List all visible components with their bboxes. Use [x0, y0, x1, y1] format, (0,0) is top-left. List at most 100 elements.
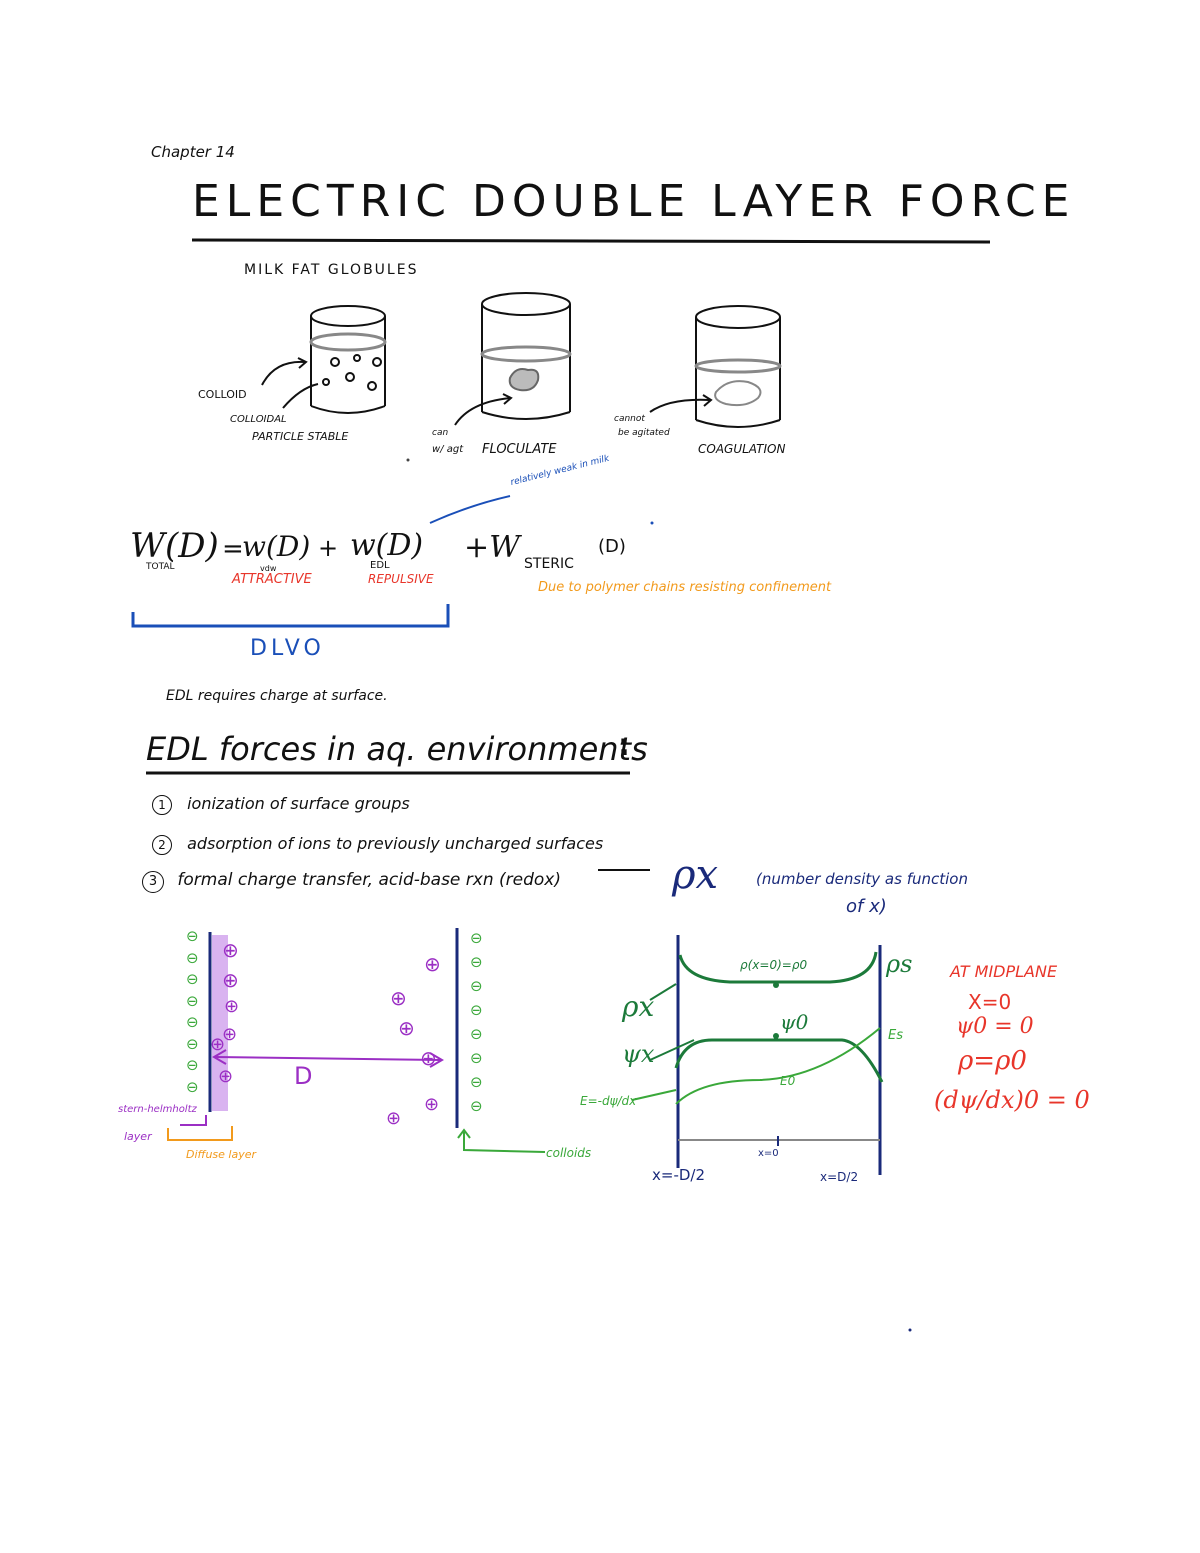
positive-charge-icon: ⊕ — [420, 1046, 437, 1070]
cup-stable-drawing — [309, 305, 387, 414]
colloids-arrow — [463, 1132, 546, 1153]
equals-sign: = — [222, 534, 244, 564]
negative-charge-icon: ⊖ — [470, 1097, 483, 1115]
list-item: 1 ionization of surface groups — [152, 794, 410, 815]
rho-note-line2: of x) — [846, 896, 887, 917]
list-number: 1 — [152, 795, 172, 815]
graph-e0-label: E0 — [780, 1074, 796, 1088]
chapter-label: Chapter 14 — [151, 143, 235, 161]
graph-x-right-label: x=D/2 — [820, 1170, 859, 1184]
diffuse-label: Diffuse layer — [186, 1148, 257, 1161]
psi-curve — [674, 1038, 884, 1083]
stable-label-line2: PARTICLE STABLE — [252, 430, 349, 443]
page-title: ELECTRIC DOUBLE LAYER FORCE — [192, 176, 1076, 227]
midplane-line4: (dψ/dx)0 = 0 — [934, 1086, 1090, 1114]
blue-note-line — [429, 495, 511, 524]
positive-charge-icon: ⊕ — [424, 952, 441, 976]
negative-charge-icon: ⊖ — [470, 1001, 483, 1019]
milk-heading: MILK FAT GLOBULES — [244, 262, 419, 278]
w-steric-subscript: STERIC — [524, 556, 574, 572]
repulsive-label: REPULSIVE — [368, 572, 434, 586]
negative-charge-icon: ⊖ — [470, 1073, 483, 1091]
distance-label: D — [294, 1062, 313, 1090]
list-number: 2 — [152, 835, 172, 855]
positive-charge-icon: ⊕ — [222, 968, 239, 992]
flocculate-note-line1: can — [432, 428, 449, 438]
dlvo-label: DLVO — [250, 636, 325, 661]
midplane-line1: X=0 — [968, 990, 1012, 1014]
graph-rho-s-label: ρs — [886, 950, 913, 978]
negative-charge-icon: ⊖ — [186, 1013, 199, 1031]
negative-charge-icon: ⊖ — [186, 927, 199, 945]
stern-bracket — [180, 1115, 207, 1126]
plus-sign: + — [318, 534, 339, 562]
distance-arrow — [212, 1049, 444, 1068]
edl-requires-note: EDL requires charge at surface. — [166, 688, 388, 704]
particle-arrow — [282, 383, 319, 409]
positive-charge-icon: ⊕ — [386, 1108, 402, 1129]
colloid-arrow — [261, 360, 306, 386]
graph-e-definition: E=-dψ/dx — [580, 1094, 637, 1108]
negative-charge-icon: ⊖ — [186, 1056, 199, 1074]
w-edl: w(D) — [350, 528, 424, 563]
graph-x-mid-label: x=0 — [758, 1148, 779, 1159]
flocculate-label: FLOCULATE — [482, 442, 557, 457]
flocculate-arrow — [454, 397, 511, 426]
graph-rho-mid-label: ρ(x=0)=ρ0 — [740, 958, 808, 972]
stern-label-line1: stern-helmholtz — [118, 1104, 197, 1115]
negative-charge-icon: ⊖ — [470, 1049, 483, 1067]
list-number: 3 — [142, 871, 164, 893]
dlvo-bracket — [131, 604, 450, 628]
coagulation-note-line1: cannot — [614, 414, 645, 424]
w-steric: +W — [464, 530, 520, 565]
positive-charge-icon: ⊕ — [222, 1024, 238, 1045]
negative-charge-icon: ⊖ — [470, 977, 483, 995]
coagulation-note-line2: be agitated — [618, 428, 670, 438]
list-item: 3 formal charge transfer, acid-base rxn … — [142, 870, 561, 893]
negative-charge-icon: ⊖ — [186, 970, 199, 988]
right-negative-charges: ⊖ ⊖ ⊖ ⊖ ⊖ ⊖ ⊖ ⊖ — [470, 926, 488, 1118]
graph-psi-x-label: ψx — [622, 1040, 655, 1068]
title-underline — [191, 238, 991, 244]
steric-note: Due to polymer chains resisting confinem… — [538, 580, 832, 595]
negative-charge-icon: ⊖ — [470, 953, 483, 971]
e-curve — [675, 1027, 881, 1105]
negative-charge-icon: ⊖ — [186, 1034, 199, 1053]
positive-charge-icon: ⊕ — [224, 996, 240, 1017]
midplane-line2: ψ0 = 0 — [956, 1014, 1034, 1039]
graph-psi-0-label: ψ0 — [780, 1010, 809, 1034]
cup-flocculate-drawing — [480, 292, 572, 420]
positive-charge-icon: ⊕ — [390, 986, 407, 1010]
w-vdw: w(D) — [242, 530, 311, 563]
rho-note-line1: (number density as function — [756, 870, 968, 888]
list-text: ionization of surface groups — [187, 794, 410, 813]
coagulation-label: COAGULATION — [698, 442, 786, 456]
negative-charge-icon: ⊖ — [186, 948, 199, 967]
graph-es-label: Es — [888, 1028, 903, 1043]
list-text: adsorption of ions to previously uncharg… — [187, 834, 604, 853]
graph-x-left-label: x=-D/2 — [652, 1166, 706, 1184]
w-total-subscript: TOTAL — [146, 562, 175, 572]
w-edl-subscript: EDL — [370, 560, 390, 571]
positive-charge-icon: ⊕ — [398, 1016, 415, 1040]
list-text: formal charge transfer, acid-base rxn (r… — [177, 870, 561, 890]
negative-charge-icon: ⊖ — [470, 929, 483, 947]
w-vdw-subscript: vdw — [260, 564, 277, 573]
midplane-title: AT MIDPLANE — [950, 962, 1058, 981]
cup-coagulation-drawing — [694, 305, 782, 428]
midplane-line3: ρ=ρ0 — [958, 1046, 1027, 1076]
positive-charge-icon: ⊕ — [218, 1066, 234, 1087]
colloids-label: colloids — [546, 1146, 592, 1160]
negative-charge-icon: ⊖ — [470, 1025, 483, 1043]
colloid-label: COLLOID — [198, 388, 247, 401]
w-steric-arg: (D) — [598, 536, 626, 557]
w-total: W(D) — [130, 526, 219, 566]
flocculate-note-line2: w/ agt — [432, 444, 464, 455]
rho-curve — [678, 951, 878, 984]
negative-charge-icon: ⊖ — [186, 1077, 199, 1096]
left-negative-charges: ⊖ ⊖ ⊖ ⊖ ⊖ ⊖ ⊖ ⊖ — [186, 926, 204, 1098]
diffuse-bracket — [167, 1126, 233, 1141]
rho-x-symbol: ρx — [672, 852, 719, 898]
coagulation-arrow — [649, 398, 711, 413]
